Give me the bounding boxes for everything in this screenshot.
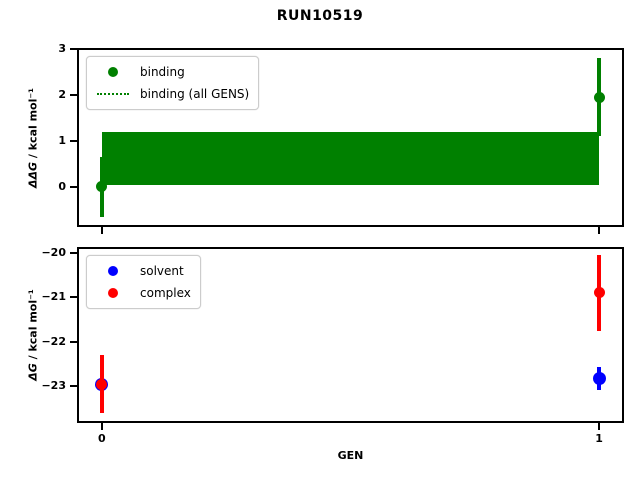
legend-swatch-area bbox=[93, 93, 133, 95]
y-tick bbox=[70, 139, 77, 142]
y-tick-label: −22 bbox=[41, 334, 66, 348]
legend-swatch-area bbox=[93, 288, 133, 298]
y-axis-label: ΔΔG / kcal mol⁻¹ bbox=[27, 87, 40, 187]
x-tick-label: 1 bbox=[595, 432, 603, 445]
legend-item-binding: binding bbox=[93, 62, 249, 82]
x-tick bbox=[598, 423, 601, 430]
binding-all-gens-dotted-line-icon bbox=[97, 93, 129, 95]
ddg-subplot: 3 2 1 0 ΔΔG / kcal mol⁻¹ binding binding (all … bbox=[27, 42, 624, 234]
y-axis-label-units: / kcal mol⁻¹ bbox=[26, 87, 40, 162]
y-tick-label: −21 bbox=[41, 290, 66, 304]
y-tick-label: 2 bbox=[58, 87, 66, 101]
legend-item-complex: complex bbox=[93, 283, 191, 303]
y-axis-label-math: ΔG bbox=[26, 363, 40, 381]
x-axis-label: GEN bbox=[337, 449, 364, 462]
x-tick-label: 0 bbox=[98, 432, 106, 445]
solvent-marker bbox=[592, 371, 606, 385]
y-tick-label: 3 bbox=[58, 41, 66, 55]
legend-item-solvent: solvent bbox=[93, 261, 191, 281]
legend-swatch-area bbox=[93, 266, 133, 276]
x-tick bbox=[100, 227, 103, 234]
legend-label: binding bbox=[140, 65, 185, 79]
legend: binding binding (all GENS) bbox=[86, 56, 260, 110]
dg-subplot: −20 −21 −22 −23 0 1 ΔG / kcal mol⁻¹ GEN solvent c… bbox=[27, 246, 624, 462]
legend-label: complex bbox=[140, 286, 191, 300]
figure-title: RUN10519 bbox=[276, 8, 364, 24]
complex-marker bbox=[96, 378, 108, 390]
y-tick bbox=[70, 47, 77, 50]
y-tick bbox=[70, 185, 77, 188]
y-tick bbox=[70, 296, 77, 299]
legend-item-binding-all-gens: binding (all GENS) bbox=[93, 84, 249, 104]
y-axis-label-math: ΔΔG bbox=[26, 161, 40, 188]
x-tick bbox=[598, 227, 601, 234]
binding-marker bbox=[593, 91, 605, 103]
y-tick bbox=[70, 251, 77, 254]
y-tick-label: −23 bbox=[41, 379, 66, 393]
y-axis-label: ΔG / kcal mol⁻¹ bbox=[27, 289, 40, 381]
y-axis-label-units: / kcal mol⁻¹ bbox=[26, 289, 40, 364]
y-tick bbox=[70, 93, 77, 96]
y-tick-label: −20 bbox=[41, 245, 66, 259]
y-tick bbox=[70, 340, 77, 343]
x-tick bbox=[100, 423, 103, 430]
legend-label: solvent bbox=[140, 264, 184, 278]
binding-marker-icon bbox=[108, 67, 118, 77]
legend: solvent complex bbox=[86, 255, 201, 309]
solvent-marker-icon bbox=[108, 266, 118, 276]
complex-marker bbox=[593, 287, 605, 299]
y-tick-label: 0 bbox=[58, 179, 66, 193]
legend-swatch-area bbox=[93, 67, 133, 77]
y-tick bbox=[70, 385, 77, 388]
legend-label: binding (all GENS) bbox=[140, 87, 250, 101]
y-tick-label: 1 bbox=[58, 133, 66, 147]
binding-marker bbox=[96, 181, 108, 193]
all-gens-band bbox=[101, 131, 600, 185]
complex-marker-icon bbox=[108, 288, 118, 298]
